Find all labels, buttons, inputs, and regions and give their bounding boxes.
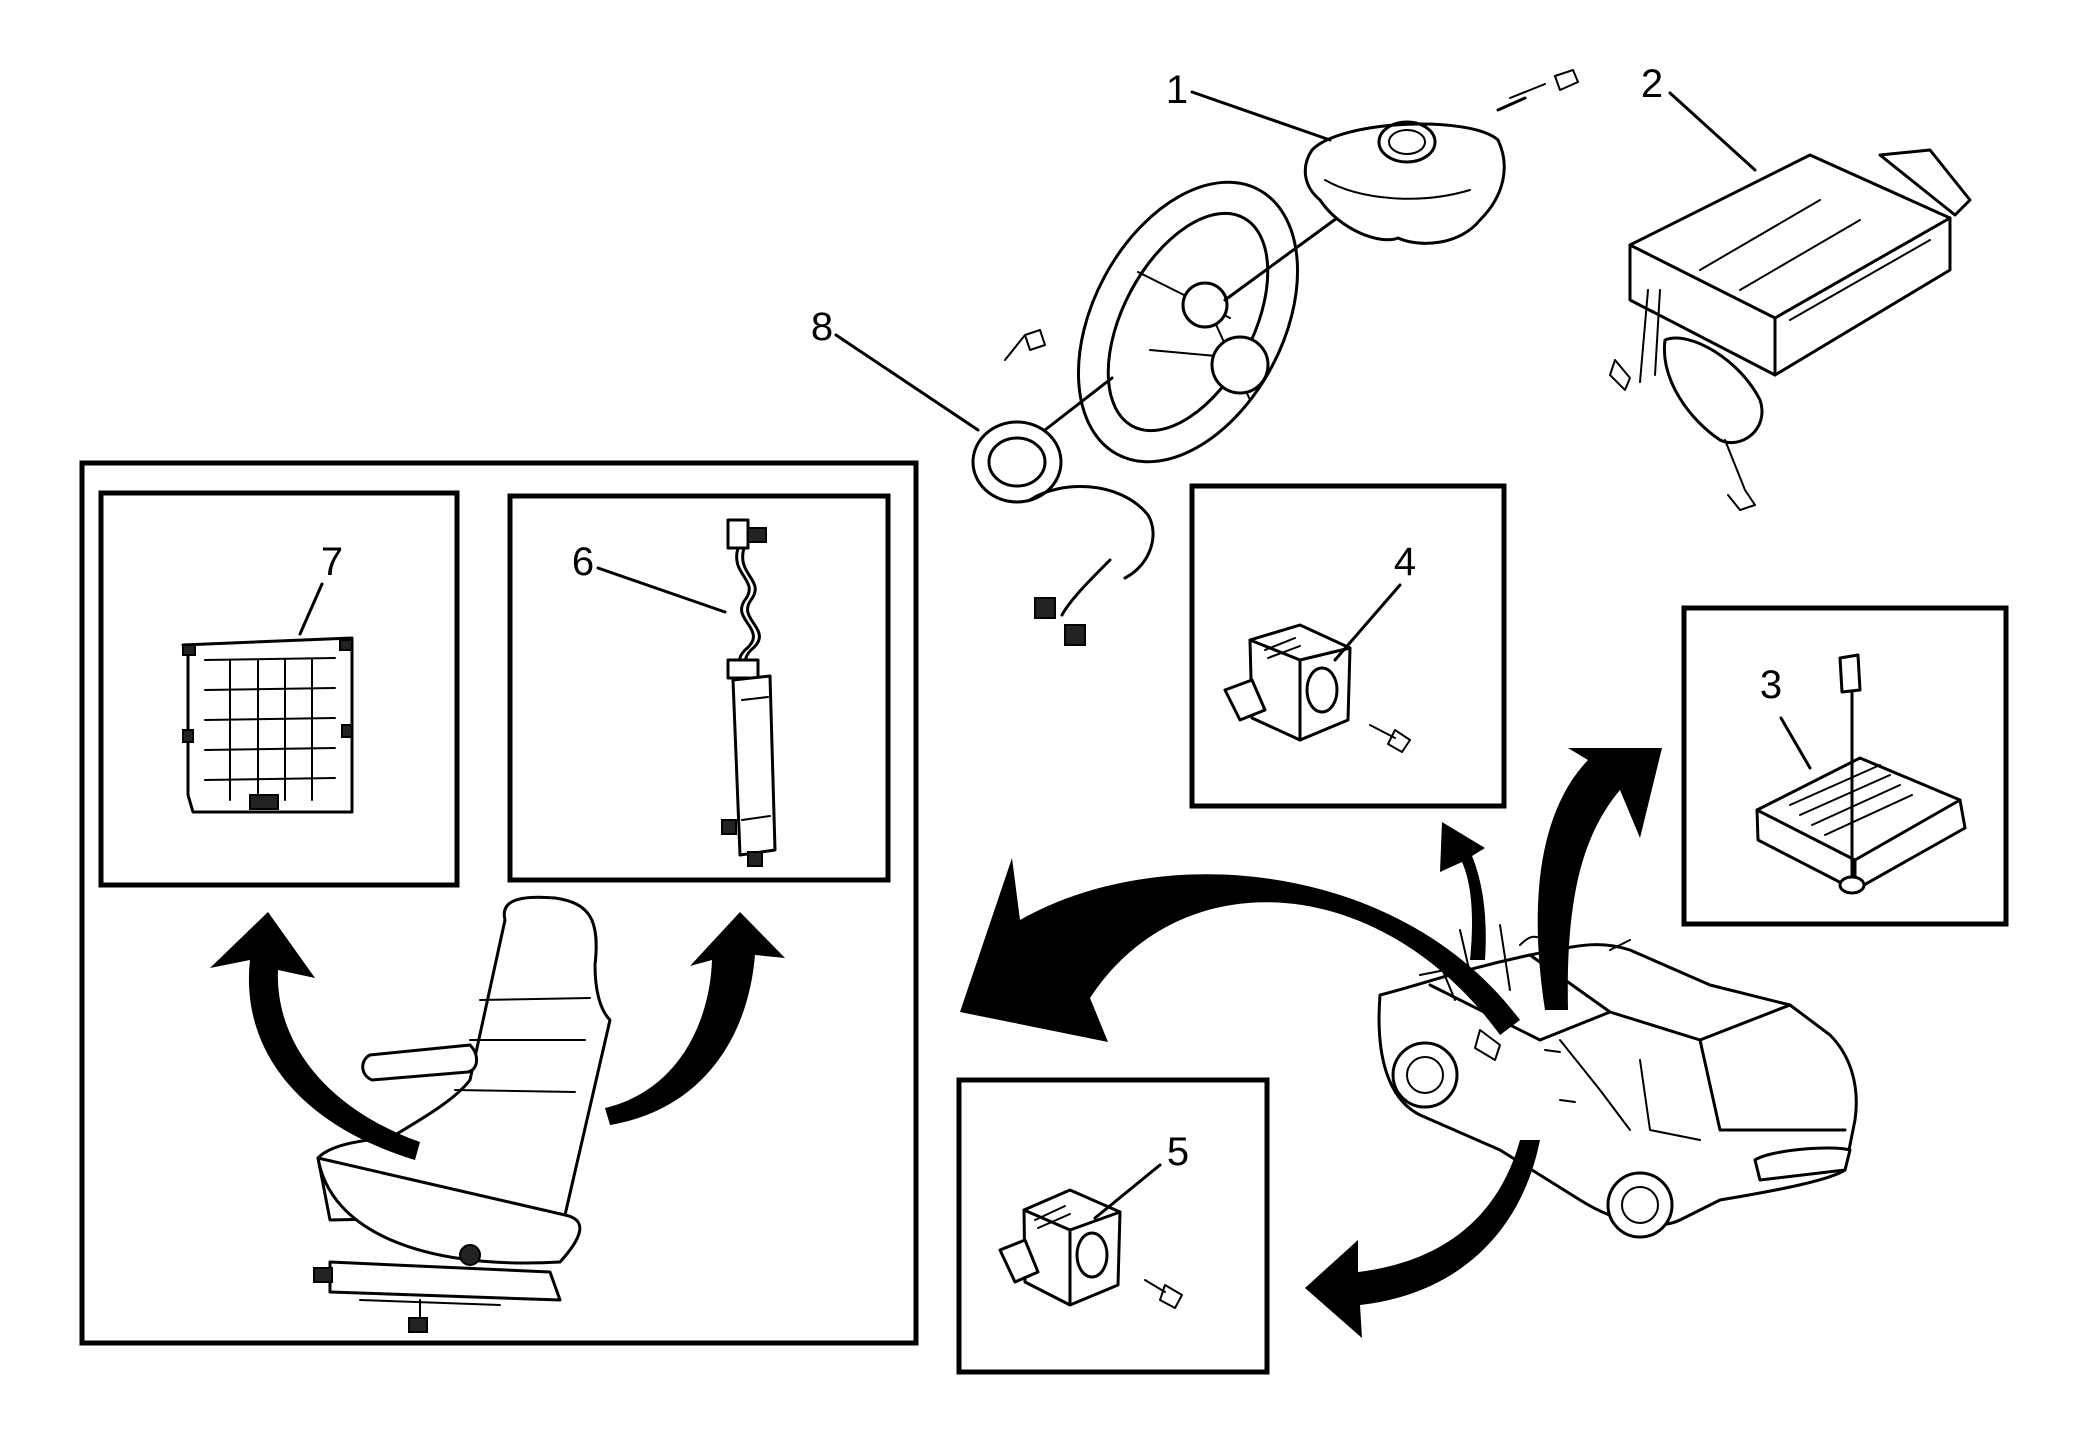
callout-4-leader [1333, 583, 1402, 662]
front-impact-sensor-inset-frame [1189, 483, 1507, 809]
callout-6-label: 6 [572, 540, 594, 584]
side-impact-sensor-inset-frame [956, 1077, 1270, 1375]
callout-4-label: 4 [1394, 540, 1416, 584]
arrow-vehicle-to-sdm [1537, 748, 1662, 1010]
sensing-diagnostic-module [1755, 653, 1967, 895]
seat-sensor-inset: 7 [98, 490, 460, 888]
seat-components-panel: 7 6 [79, 460, 919, 1346]
seat-side-airbag-inset-frame [507, 493, 891, 883]
callout-3-leader [1779, 716, 1812, 770]
callout-1-leader [1190, 90, 1332, 142]
steering-wheel [1076, 180, 1300, 464]
sdm-module-inset-frame [1681, 605, 2009, 927]
callout-5-leader [1093, 1163, 1162, 1220]
steering-wheel-assembly [1043, 180, 1350, 464]
arrow-seat-to-side-airbag [605, 912, 785, 1125]
side-impact-sensor [998, 1188, 1183, 1309]
seat-sensor-inset-frame [98, 490, 460, 888]
callout-2-label: 2 [1641, 62, 1663, 106]
callout-1-label: 1 [1166, 68, 1188, 112]
clockspring [971, 329, 1155, 646]
arrow-vehicle-to-seat [960, 858, 1520, 1042]
seat-side-airbag-inset: 6 [507, 493, 891, 883]
callout-7-label: 7 [321, 540, 343, 584]
seat-side-airbag-module [721, 518, 777, 867]
callout-3-label: 3 [1760, 663, 1782, 707]
callout-2-leader [1668, 91, 1757, 172]
side-impact-sensor-inset: 5 [956, 1077, 1270, 1375]
arrow-seat-to-sensor [210, 912, 420, 1160]
seat-panel-frame [79, 460, 919, 1346]
arrow-vehicle-to-front-sensor [1440, 822, 1486, 960]
front-impact-sensor-inset: 4 [1189, 483, 1507, 809]
seat-occupant-sensor-mat [181, 636, 354, 814]
callout-6-leader [596, 566, 727, 614]
callout-5-label: 5 [1167, 1130, 1189, 1174]
passenger-airbag-module [1609, 148, 1972, 511]
front-impact-sensor [1223, 623, 1411, 753]
callout-8-label: 8 [811, 305, 833, 349]
driver-airbag-module [1303, 69, 1579, 245]
callout-7-leader [298, 582, 324, 636]
arrow-vehicle-to-side-sensor [1305, 1140, 1540, 1338]
sdm-module-inset: 3 [1681, 605, 2009, 927]
callout-8-leader [834, 333, 980, 432]
